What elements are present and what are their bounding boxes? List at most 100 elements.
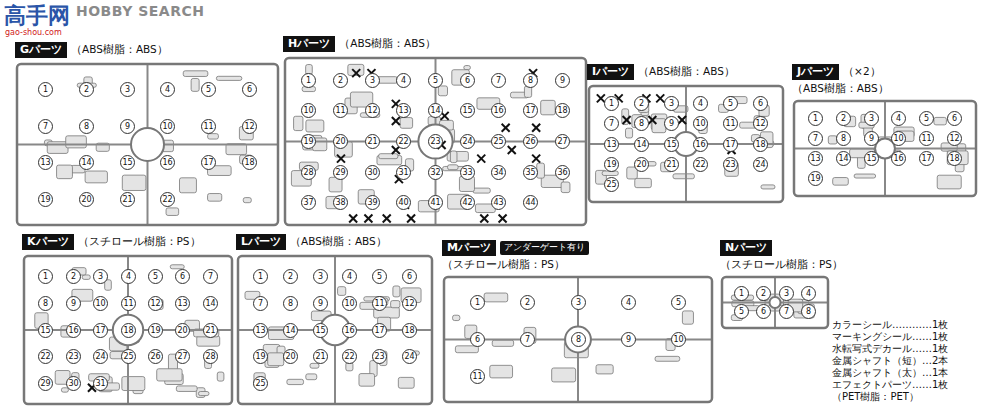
callout-number: 27 bbox=[555, 134, 570, 149]
callout-number: 9 bbox=[555, 73, 570, 88]
callout-number: 37 bbox=[301, 195, 316, 210]
callout-number: 7 bbox=[779, 304, 794, 319]
callout-number: 22 bbox=[396, 134, 411, 149]
runner-outline bbox=[794, 101, 976, 196]
callout-number: 8 bbox=[283, 296, 298, 311]
material-note: （スチロール樹脂：PS） bbox=[720, 258, 843, 271]
callout-number: 7 bbox=[253, 296, 268, 311]
runner-frame: Mパーツアンダーゲート有り（スチロール樹脂：PS）1234567891011 bbox=[442, 240, 714, 404]
unused-mark bbox=[508, 146, 516, 154]
callout-number: 3 bbox=[313, 269, 328, 284]
callout-number: 3 bbox=[779, 286, 794, 301]
callout-number: 14 bbox=[634, 137, 649, 152]
callout-number: 15 bbox=[120, 155, 135, 170]
part-shape bbox=[216, 76, 241, 80]
callout-number: 11 bbox=[470, 369, 485, 384]
callout-number: 34 bbox=[491, 165, 506, 180]
callout-number: 23 bbox=[372, 349, 387, 364]
part-shape bbox=[157, 369, 182, 381]
callout-number: 8 bbox=[523, 73, 538, 88]
callout-number: 13 bbox=[396, 103, 411, 118]
callout-number: 6 bbox=[242, 82, 257, 97]
runner-name: Mパーツ bbox=[442, 240, 496, 256]
callout-number: 28 bbox=[301, 165, 316, 180]
callout-number: 30 bbox=[66, 376, 81, 391]
callout-number: 2 bbox=[634, 96, 649, 111]
callout-number: 21 bbox=[203, 323, 218, 338]
part-shape bbox=[66, 136, 87, 148]
callout-number: 12 bbox=[242, 119, 257, 134]
runner-outline bbox=[589, 86, 783, 202]
callout-number: 31 bbox=[396, 165, 411, 180]
parts-list-item: マーキングシール……1枚 bbox=[832, 330, 948, 344]
unused-mark bbox=[532, 155, 540, 163]
callout-number: 16 bbox=[693, 137, 708, 152]
part-shape bbox=[484, 293, 508, 302]
callout-number: 9 bbox=[313, 296, 328, 311]
callout-number: 22 bbox=[160, 192, 175, 207]
part-shape bbox=[379, 154, 398, 159]
part-shape bbox=[391, 301, 400, 308]
callout-number: 14 bbox=[203, 296, 218, 311]
callout-number: 1 bbox=[301, 73, 316, 88]
callout-number: 18 bbox=[947, 151, 962, 166]
callout-number: 1 bbox=[38, 269, 53, 284]
callout-number: 31 bbox=[93, 376, 108, 391]
callout-number: 2 bbox=[283, 269, 298, 284]
part-shape bbox=[854, 174, 876, 178]
runner-frame: Jパーツ（×2）（ABS樹脂：ABS）123456789101112131415… bbox=[792, 64, 978, 198]
callout-number: 11 bbox=[333, 103, 348, 118]
callout-number: 3 bbox=[365, 73, 380, 88]
callout-number: 44 bbox=[523, 195, 538, 210]
part-shape bbox=[208, 134, 219, 139]
callout-number: 20 bbox=[634, 157, 649, 172]
unused-mark bbox=[407, 214, 415, 222]
callout-number: 1 bbox=[470, 295, 485, 310]
callout-number: 15 bbox=[313, 323, 328, 338]
callout-number: 24 bbox=[460, 134, 475, 149]
callout-number: 16 bbox=[160, 155, 175, 170]
callout-number: 6 bbox=[753, 96, 768, 111]
callout-number: 25 bbox=[253, 376, 268, 391]
callout-number: 2 bbox=[756, 286, 771, 301]
callout-number: 13 bbox=[253, 323, 268, 338]
callout-number: 4 bbox=[342, 269, 357, 284]
part-shape bbox=[338, 287, 346, 296]
callout-number: 12 bbox=[947, 131, 962, 146]
callout-number: 20 bbox=[333, 134, 348, 149]
callout-number: 3 bbox=[120, 82, 135, 97]
callout-number: 22 bbox=[38, 349, 53, 364]
callout-number: 1 bbox=[38, 82, 53, 97]
callout-number: 2 bbox=[333, 73, 348, 88]
runner-outline bbox=[444, 277, 712, 402]
callout-number: 5 bbox=[671, 295, 686, 310]
callout-number: 7 bbox=[491, 73, 506, 88]
unused-mark bbox=[352, 69, 360, 77]
callout-number: 30 bbox=[365, 165, 380, 180]
callout-number: 7 bbox=[203, 269, 218, 284]
callout-number: 8 bbox=[836, 131, 851, 146]
material-note: （ABS樹脂：ABS） bbox=[792, 82, 978, 95]
gate-tag: アンダーゲート有り bbox=[500, 241, 589, 254]
callout-number: 42 bbox=[460, 195, 475, 210]
callout-number: 5 bbox=[148, 269, 163, 284]
part-shape bbox=[761, 185, 775, 189]
part-shape bbox=[310, 363, 319, 368]
runner-name: Kパーツ bbox=[22, 234, 74, 250]
watermark: gao-shou.com bbox=[5, 28, 62, 37]
runner-frame: Gパーツ（ABS樹脂：ABS）1234567891011121314151617… bbox=[15, 42, 280, 227]
callout-number: 6 bbox=[402, 269, 417, 284]
parts-list-item: （PET樹脂：PET） bbox=[832, 390, 919, 404]
callout-number: 18 bbox=[555, 103, 570, 118]
callout-number: 26 bbox=[148, 349, 163, 364]
part-shape bbox=[85, 171, 107, 183]
callout-number: 17 bbox=[201, 155, 216, 170]
unused-mark bbox=[392, 117, 400, 125]
part-shape bbox=[122, 175, 146, 190]
callout-number: 5 bbox=[723, 96, 738, 111]
callout-number: 13 bbox=[38, 155, 53, 170]
callout-number: 11 bbox=[372, 296, 387, 311]
runner-drawing bbox=[720, 275, 830, 330]
runner-outline bbox=[285, 58, 586, 225]
callout-number: 36 bbox=[555, 165, 570, 180]
